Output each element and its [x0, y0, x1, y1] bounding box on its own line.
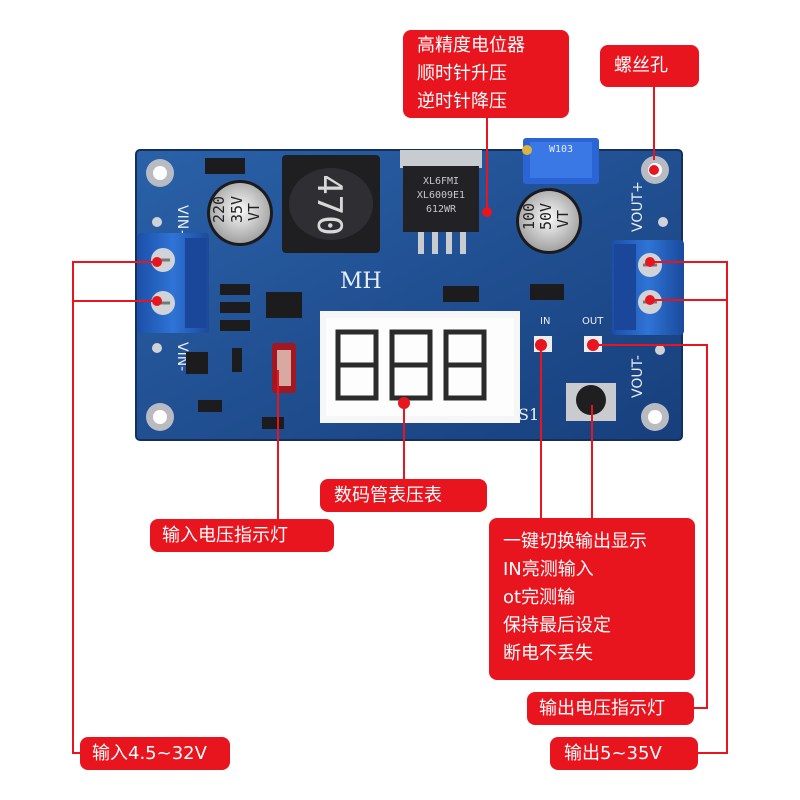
seven-segment-display: [320, 311, 520, 423]
chip-line2: XL6009E1: [417, 190, 465, 201]
cap-in-line1: 220: [210, 196, 228, 223]
key-callout-line3: ot完测输: [503, 587, 576, 608]
pot-callout-line3: 逆时针降压: [417, 91, 507, 112]
input-terminal: [137, 233, 209, 333]
inductor: 470: [282, 155, 380, 253]
pot-code: W103: [549, 144, 573, 155]
boost-chip: XL6FMI XL6009E1 612WR: [400, 150, 482, 254]
mounting-hole: [641, 403, 669, 431]
key-callout-line4: 保持最后设定: [503, 615, 611, 636]
led-in-label: IN: [540, 316, 550, 327]
leader-dots: [152, 165, 659, 409]
input-led: [272, 343, 296, 393]
output-led-callout: 输出电压指示灯: [527, 692, 694, 725]
switch-label: S1: [518, 405, 539, 424]
pot-callout-line1: 高精度电位器: [417, 35, 525, 56]
output-capacitor: 100 50V VT: [516, 188, 582, 254]
pot-callout-line2: 顺时针升压: [417, 63, 507, 84]
key-callout-line2: IN亮测输入: [503, 559, 594, 580]
brand-label: MH: [340, 269, 382, 294]
display-callout: 数码管表压表: [320, 479, 487, 512]
mounting-hole: [146, 159, 174, 187]
cap-in-line2: 35V: [228, 196, 246, 223]
key-callout: 一键切换输出显示 IN亮测输入 ot完测输 保持最后设定 断电不丢失: [489, 518, 695, 680]
output-range-callout: 输出5~35V: [550, 737, 698, 770]
screw-hole-callout: 螺丝孔: [600, 45, 699, 87]
input-range-callout: 输入4.5~32V: [80, 737, 230, 770]
potentiometer-callout: 高精度电位器 顺时针升压 逆时针降压: [403, 30, 569, 118]
cap-out-line3: VT: [554, 210, 572, 228]
output-terminal: [612, 240, 684, 335]
cap-in-line3: VT: [245, 203, 263, 221]
inductor-code: 470: [309, 174, 349, 235]
input-led-callout: 输入电压指示灯: [150, 519, 334, 552]
vout-plus-label: VOUT+: [630, 181, 646, 232]
leader-lines: [72, 87, 728, 754]
tact-switch: [566, 383, 616, 421]
cap-out-line2: 50V: [537, 203, 555, 230]
chip-line1: XL6FMI: [423, 176, 459, 187]
chip-line3: 612WR: [426, 204, 457, 215]
key-callout-line5: 断电不丢失: [503, 643, 593, 664]
key-callout-line1: 一键切换输出显示: [503, 531, 647, 552]
potentiometer: W103: [522, 138, 599, 184]
cap-out-line1: 100: [520, 203, 538, 230]
smd-components: [186, 158, 564, 429]
input-capacitor: 220 35V VT: [207, 180, 273, 246]
mounting-hole: [146, 403, 174, 431]
led-out-label: OUT: [582, 316, 604, 327]
vout-minus-label: VOUT-: [630, 355, 646, 398]
vin-plus-label: VIN+: [174, 205, 190, 241]
